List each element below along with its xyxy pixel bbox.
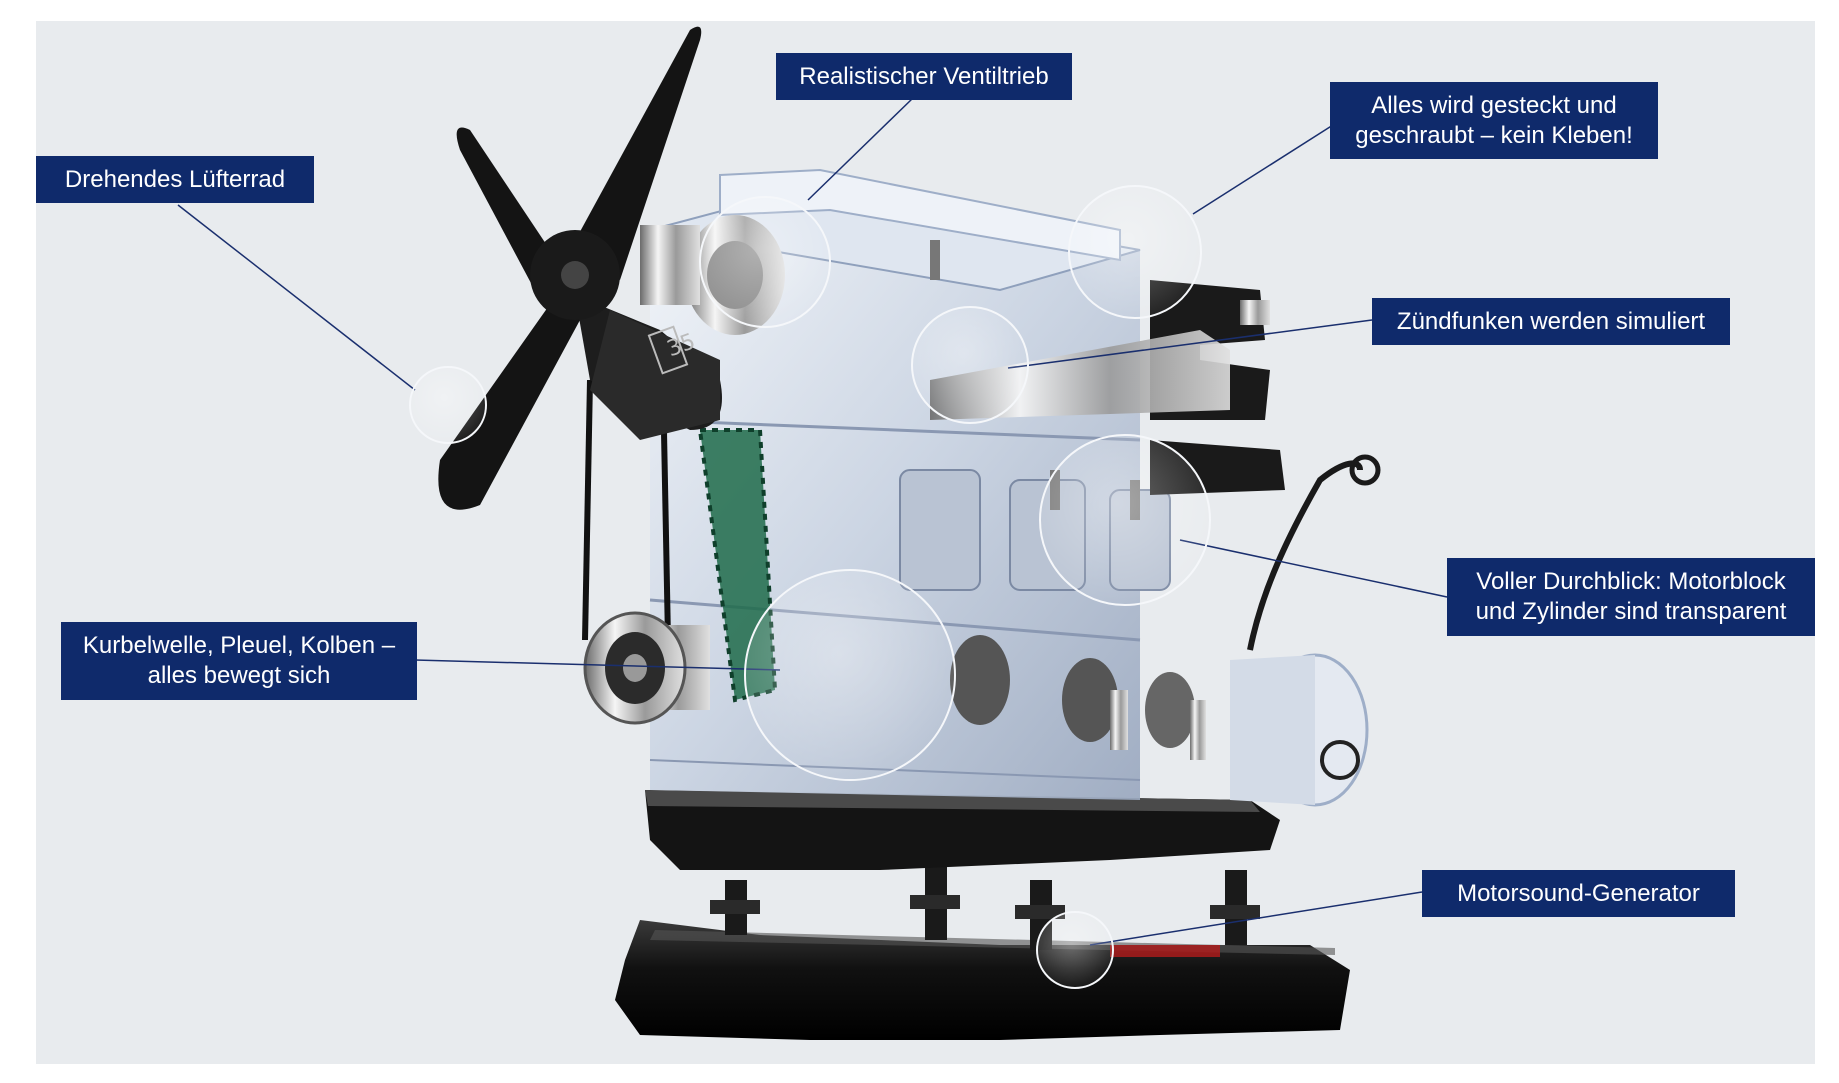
callout-crank-text-1: Kurbelwelle, Pleuel, Kolben – [82,632,396,659]
callout-plug-text-2: geschraubt – kein Kleben! [1355,121,1633,149]
callout-valve-train: Realistischer Ventiltrieb [776,53,1072,100]
callout-sound-text: Motorsound-Generator [1457,879,1700,907]
oil-pan [645,790,1280,870]
sound-generator-housing [1230,653,1369,807]
callout-transparent-text-2: und Zylinder sind transparent [1475,598,1787,625]
stand-base [615,860,1350,1040]
callout-transparent-text-1: Voller Durchblick: Motorblock [1476,568,1786,595]
callout-plug-text-1: Alles wird gesteckt und [1371,91,1617,119]
callout-valve-text: Realistischer Ventiltrieb [799,62,1049,90]
dipstick [1247,460,1363,651]
leader-lines [177,97,1448,946]
callout-sound-generator: Motorsound-Generator [1422,870,1735,917]
callout-plug-screw: Alles wird gesteckt und geschraubt – kei… [1330,82,1658,159]
callout-spark: Zündfunken werden simuliert [1372,298,1730,345]
crank-pulley [583,611,710,725]
callout-crank-text-2: alles bewegt sich [147,662,331,689]
callout-fan: Drehendes Lüfterrad [36,156,314,203]
callout-transparent-block: Voller Durchblick: Motorblock und Zylind… [1447,558,1815,636]
highlight-circles [409,185,1211,989]
callout-fan-text: Drehendes Lüfterrad [64,165,286,193]
callout-crankshaft: Kurbelwelle, Pleuel, Kolben – alles bewe… [61,622,417,700]
callout-spark-text: Zündfunken werden simuliert [1396,307,1706,335]
fan-wheel [438,26,722,510]
pulley-badge [647,325,689,375]
fan-belt [582,379,593,641]
